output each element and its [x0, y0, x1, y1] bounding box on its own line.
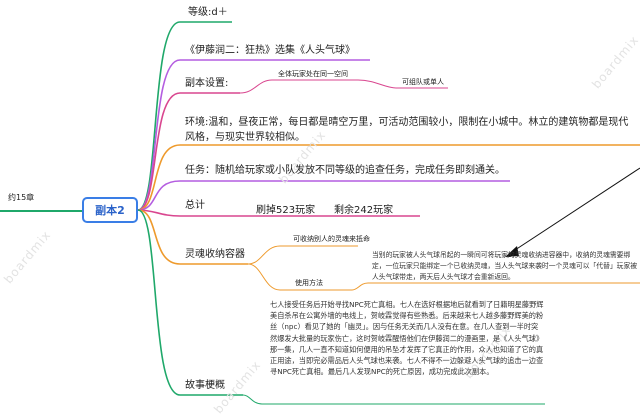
soul-sub-usage[interactable]: 使用方法	[295, 279, 323, 287]
soul-sub-absorb[interactable]: 可收纳别人的灵魂来抵命	[293, 235, 370, 243]
line-soul-sub2	[247, 263, 352, 291]
line-task	[137, 180, 510, 211]
level-node[interactable]: 等级:d＋	[188, 7, 228, 18]
annotation-arrow-head	[505, 246, 519, 257]
line-setting-a	[239, 79, 358, 94]
line-soul-sub1	[247, 245, 358, 265]
line-story-text	[242, 394, 545, 405]
line-environment	[137, 144, 640, 211]
source-node[interactable]: 《伊藤润二：狂热》选集《人头气球》	[185, 45, 355, 56]
soul-container-node[interactable]: 灵魂收纳容器	[185, 249, 245, 260]
line-soul	[137, 209, 248, 265]
line-setting	[137, 92, 240, 211]
annotation-arrow-line	[511, 167, 640, 253]
chapter-count-label: 约15章	[8, 193, 35, 202]
line-soul-sub2-text	[351, 282, 640, 291]
total-node[interactable]: 总计	[185, 200, 205, 211]
story-summary-text: 七人接受任务后开始寻找NPC死亡真相。七人在选好根据地后就看到了日籍明星藤野辉美…	[270, 300, 544, 377]
setting-item-team-or-solo[interactable]: 可组队或单人	[402, 78, 444, 86]
root-node[interactable]: 副本2	[82, 197, 138, 223]
total-killed[interactable]: 刷掉523玩家	[256, 205, 316, 216]
task-node[interactable]: 任务：随机给玩家或小队发放不同等级的追查任务，完成任务即刻通关。	[185, 165, 505, 176]
story-node[interactable]: 故事梗概	[185, 380, 225, 391]
line-story	[137, 209, 243, 396]
setting-node[interactable]: 副本设置:	[185, 78, 229, 89]
environment-node[interactable]: 环境:温和，昼夜正常，每日都是晴空万里，可活动范围较小，限制在小城中。林立的建筑…	[185, 117, 629, 143]
line-setting-b	[357, 79, 448, 89]
soul-usage-description: 当别的玩家被人头气球吊起的一瞬间可将玩家的灵魂收纳进容器中，收纳的灵魂需要绑定，…	[372, 251, 638, 281]
total-remaining[interactable]: 剩余242玩家	[334, 205, 394, 216]
setting-item-same-space[interactable]: 全体玩家处在同一空间	[278, 70, 348, 78]
line-total	[137, 209, 420, 217]
